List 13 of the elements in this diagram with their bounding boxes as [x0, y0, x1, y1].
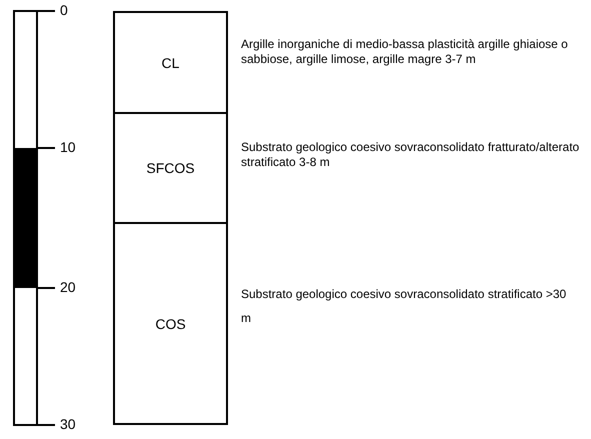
layer-description: Substrato geologico coesivo sovraconsolidato stratificato >30 m — [241, 286, 568, 327]
depth-value: 10 — [60, 139, 76, 155]
depth-value: 0 — [60, 2, 68, 18]
layer-description: Substrato geologico coesivo sovraconsolidato fratturato/alterato stratificato 3-8 m — [241, 140, 580, 170]
layer-code: CL — [162, 54, 180, 70]
depth-value: 30 — [60, 416, 76, 432]
layer-box — [113, 112, 228, 224]
layer-code: SFCOS — [146, 160, 195, 176]
depth-value: 20 — [60, 279, 76, 295]
layer-description: Argille inorganiche di medio-bassa plasticità argille ghiaiose o sabbiose, argille limose, argille magre 3-7 m — [241, 37, 569, 67]
layer-box — [113, 11, 228, 114]
layer-code: COS — [155, 316, 186, 332]
layer-box — [113, 222, 228, 425]
